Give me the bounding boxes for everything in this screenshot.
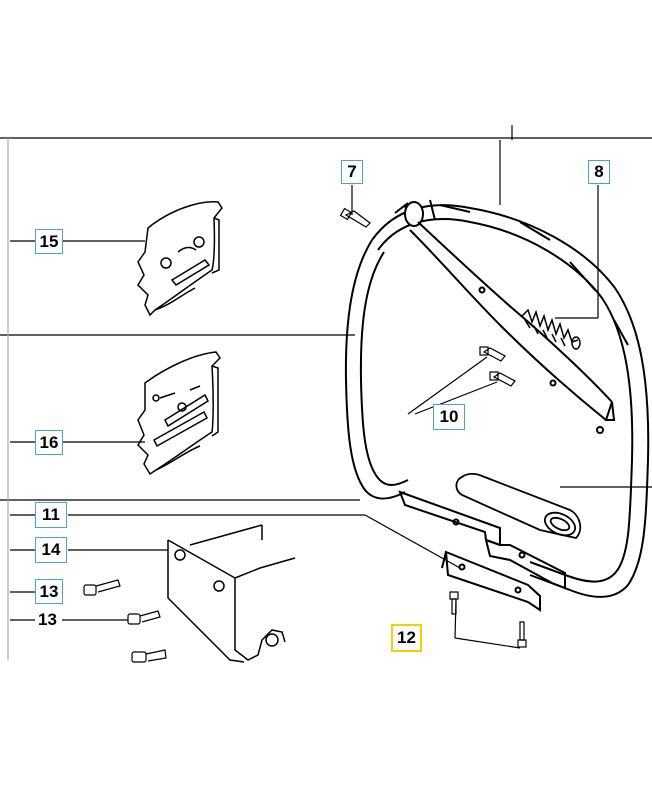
- screw-12a: [449, 591, 459, 615]
- callout-14[interactable]: 14: [35, 537, 67, 563]
- screw-7: [339, 207, 371, 228]
- callout-11[interactable]: 11: [35, 502, 67, 528]
- handle-grip-sleeve: [455, 472, 582, 539]
- callout-12[interactable]: 12: [391, 624, 422, 652]
- callout-16[interactable]: 16: [35, 430, 63, 455]
- callout-13a[interactable]: 13: [35, 579, 63, 604]
- guide-plate-16: [137, 351, 221, 476]
- guide-plate-15: [137, 201, 223, 317]
- leader-12b: [454, 637, 521, 649]
- callout-7[interactable]: 7: [341, 160, 363, 184]
- screw-13a: [83, 579, 121, 596]
- plate-11: [444, 550, 541, 612]
- callout-13b[interactable]: 13: [38, 610, 57, 629]
- spring: [521, 308, 581, 350]
- callout-10[interactable]: 10: [433, 404, 465, 430]
- callout-15[interactable]: 15: [35, 229, 63, 254]
- screw-13b: [127, 610, 161, 625]
- mounting-bracket: [167, 524, 296, 663]
- front-handle: [344, 199, 650, 612]
- screw-13c: [131, 649, 167, 663]
- screw-12b: [517, 621, 527, 648]
- screw-10a: [479, 346, 506, 362]
- leader-10b: [414, 381, 498, 415]
- screw-10b: [489, 371, 516, 387]
- leader-10a: [407, 356, 488, 415]
- callout-8[interactable]: 8: [588, 160, 610, 184]
